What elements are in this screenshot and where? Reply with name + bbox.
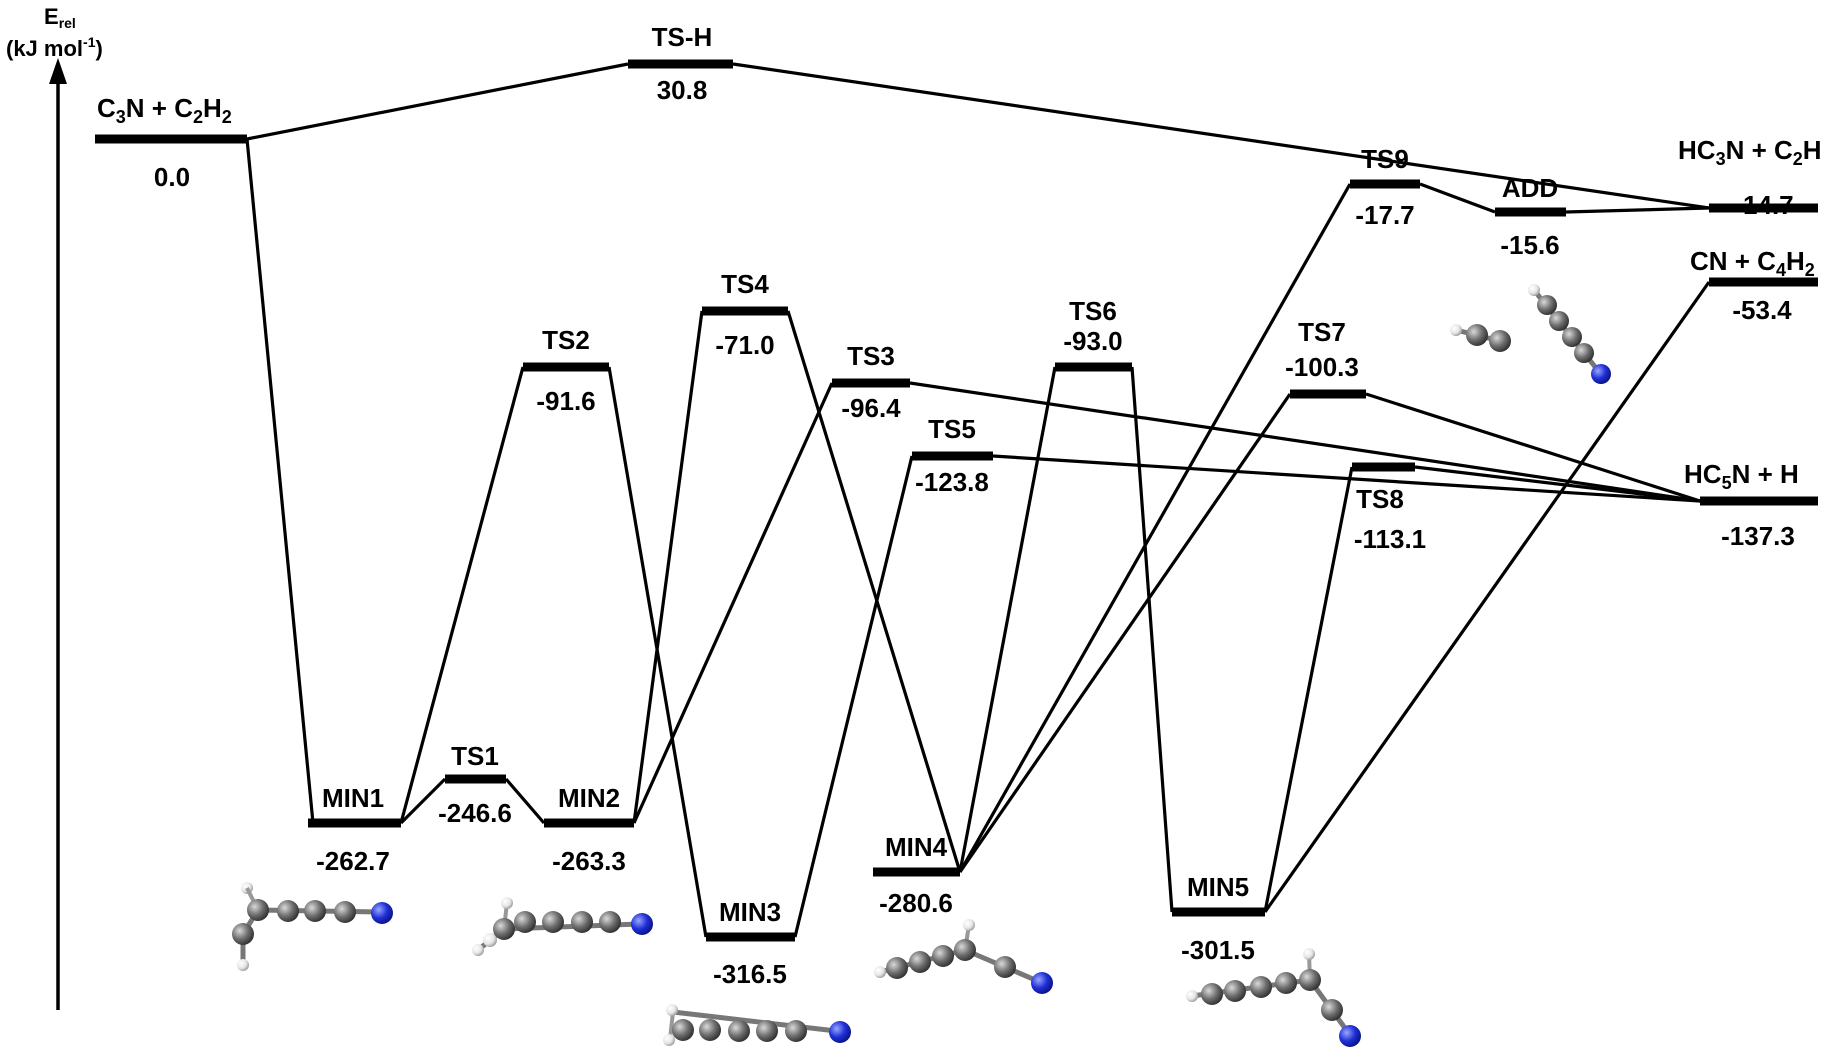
label-ts9-energy: -17.7 bbox=[1355, 200, 1414, 230]
label-ts6-name: TS6 bbox=[1069, 296, 1117, 326]
label-ts8-name: TS8 bbox=[1356, 484, 1404, 514]
label-min4-energy: -280.6 bbox=[879, 888, 953, 918]
axis-title: Erel bbox=[44, 4, 76, 31]
label-cn-c4h2-energy: -53.4 bbox=[1732, 295, 1792, 325]
label-tsh-energy: 30.8 bbox=[657, 75, 708, 105]
label-min3-name: MIN3 bbox=[719, 897, 781, 927]
label-ts2-name: TS2 bbox=[542, 325, 590, 355]
label-ts4-name: TS4 bbox=[721, 269, 769, 299]
label-min5-energy: -301.5 bbox=[1181, 935, 1255, 965]
label-add-energy: -15.6 bbox=[1500, 230, 1559, 260]
state-labels: C3N + C2H2 0.0 TS-H 30.8 MIN1 -262.7 TS1… bbox=[97, 22, 1822, 989]
label-ts5-name: TS5 bbox=[928, 414, 976, 444]
energy-levels bbox=[95, 59, 1818, 942]
label-ts9-name: TS9 bbox=[1361, 144, 1409, 174]
label-cn-c4h2-name: CN + C4H2 bbox=[1690, 246, 1815, 280]
label-ts1-energy: -246.6 bbox=[438, 798, 512, 828]
molecule-structures bbox=[232, 284, 1611, 1047]
min1-structure-icon bbox=[232, 882, 393, 971]
label-hc5n-h-name: HC5N + H bbox=[1684, 459, 1799, 493]
label-ts1-name: TS1 bbox=[451, 741, 499, 771]
label-c3n-c2h2-name: C3N + C2H2 bbox=[97, 93, 232, 127]
energy-axis: Erel (kJ mol-1) bbox=[6, 4, 103, 1010]
label-ts3-energy: -96.4 bbox=[841, 393, 901, 423]
label-c3n-c2h2-energy: 0.0 bbox=[154, 162, 190, 192]
pathway-lines bbox=[245, 62, 1711, 938]
label-min2-name: MIN2 bbox=[558, 783, 620, 813]
label-ts8-energy: -113.1 bbox=[1354, 524, 1426, 554]
min5-structure-icon bbox=[1186, 948, 1361, 1047]
add-structure-icon bbox=[1450, 284, 1611, 384]
label-ts7-name: TS7 bbox=[1298, 317, 1346, 347]
label-add-name: ADD bbox=[1502, 173, 1558, 203]
label-ts6-energy: -93.0 bbox=[1063, 326, 1122, 356]
min4-structure-icon bbox=[874, 919, 1053, 994]
label-min1-name: MIN1 bbox=[322, 783, 384, 813]
label-tsh-name: TS-H bbox=[652, 22, 713, 52]
label-min1-energy: -262.7 bbox=[316, 846, 390, 876]
axis-unit: (kJ mol-1) bbox=[6, 34, 103, 61]
label-min2-energy: -263.3 bbox=[552, 846, 626, 876]
label-ts3-name: TS3 bbox=[847, 341, 895, 371]
label-ts4-energy: -71.0 bbox=[715, 330, 774, 360]
label-ts5-energy: -123.8 bbox=[915, 467, 989, 497]
label-hc5n-h-energy: -137.3 bbox=[1721, 521, 1795, 551]
label-min5-name: MIN5 bbox=[1187, 872, 1249, 902]
ts1-structure-icon bbox=[472, 897, 653, 956]
label-min3-energy: -316.5 bbox=[713, 959, 787, 989]
min3-structure-icon bbox=[663, 1004, 851, 1046]
label-ts7-energy: -100.3 bbox=[1285, 352, 1359, 382]
label-min4-name: MIN4 bbox=[885, 832, 948, 862]
label-ts2-energy: -91.6 bbox=[536, 386, 595, 416]
label-hc3n-c2h-energy: -14.7 bbox=[1734, 190, 1793, 220]
label-hc3n-c2h-name: HC3N + C2H bbox=[1678, 135, 1822, 169]
